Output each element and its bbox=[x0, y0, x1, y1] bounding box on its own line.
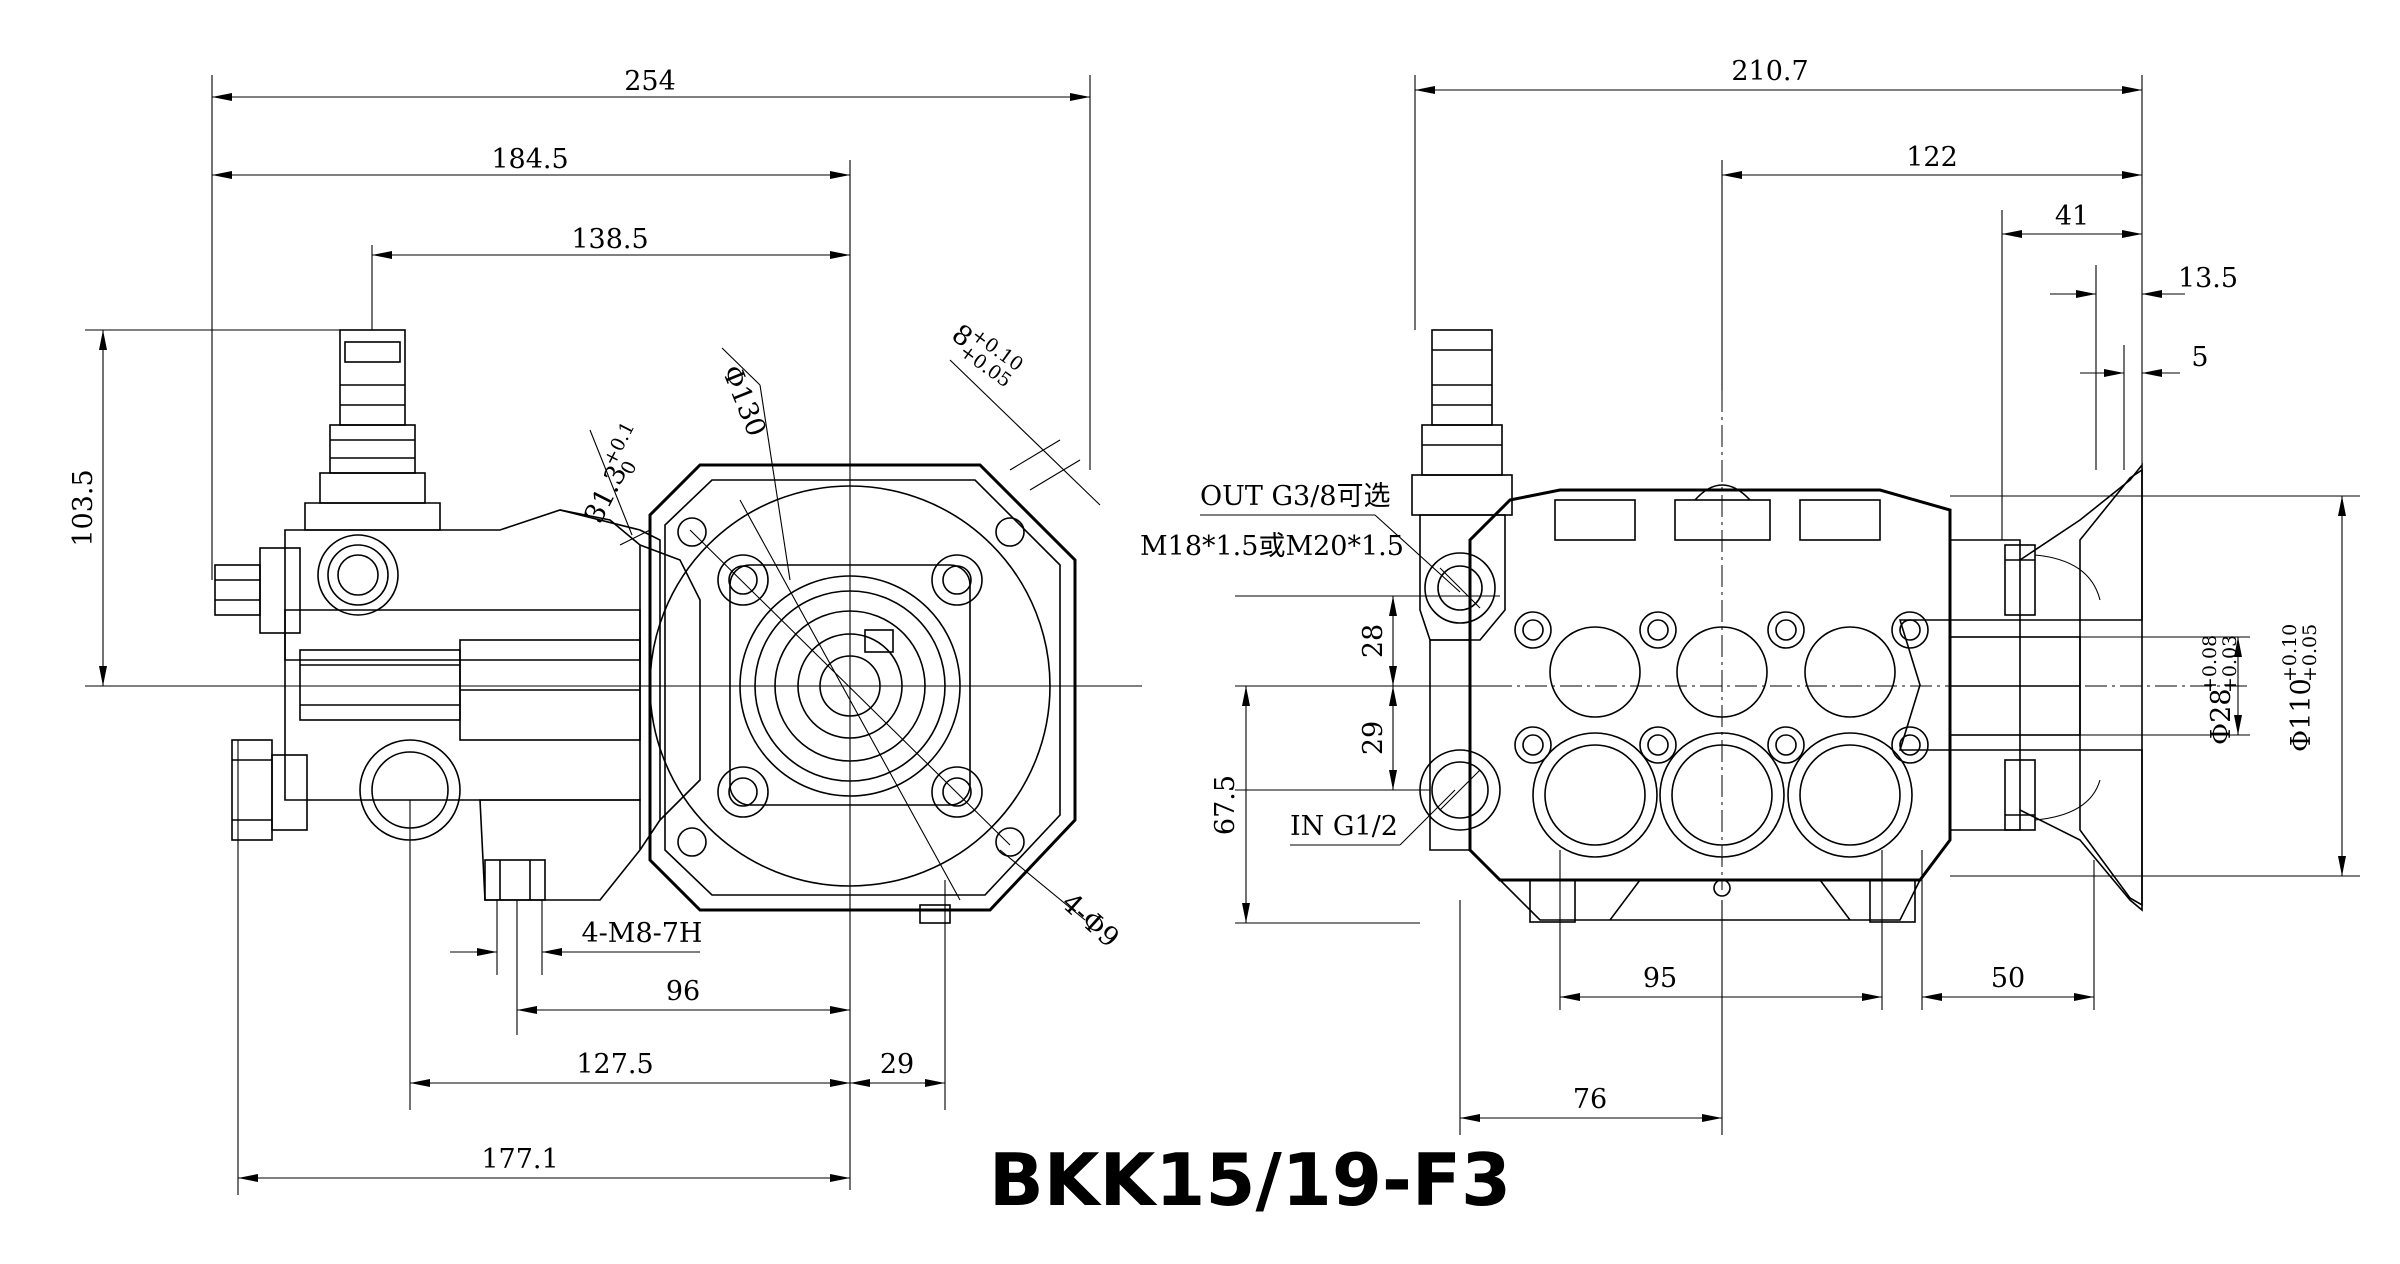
svg-text:Φ110: Φ110 bbox=[2286, 678, 2317, 752]
dim-50: 50 bbox=[1991, 963, 2025, 994]
dim-5: 5 bbox=[2191, 342, 2208, 373]
pump-body-front bbox=[214, 329, 701, 901]
dim-103-5: 103.5 bbox=[68, 469, 99, 546]
dim-29-side: 29 bbox=[1358, 721, 1389, 755]
dim-210-7: 210.7 bbox=[1731, 56, 1808, 87]
dim-76: 76 bbox=[1573, 1084, 1607, 1115]
dim-122: 122 bbox=[1906, 142, 1958, 173]
svg-text:Φ28: Φ28 bbox=[2206, 689, 2237, 746]
label-8: 8 +0.10 +0.05 bbox=[946, 319, 1027, 393]
dim-95: 95 bbox=[1643, 963, 1677, 994]
side-dimension-lines bbox=[1242, 86, 2346, 1122]
dim-177-1: 177.1 bbox=[481, 1144, 558, 1175]
phi9-leader bbox=[999, 849, 1086, 921]
label-out-thread: M18*1.5或M20*1.5 bbox=[1140, 531, 1404, 562]
label-4-m8-7h: 4-M8-7H bbox=[582, 918, 703, 949]
dim-127-5: 127.5 bbox=[576, 1049, 653, 1080]
dim-67-5: 67.5 bbox=[1210, 775, 1241, 835]
side-extension-lines bbox=[1235, 75, 2360, 1135]
label-phi28: Φ28 +0.08 +0.03 bbox=[2199, 635, 2241, 745]
dim-28: 28 bbox=[1358, 624, 1389, 658]
pump-body-side bbox=[1411, 329, 1952, 923]
svg-text:+0.08: +0.08 bbox=[2199, 635, 2221, 693]
label-out-port: OUT G3/8可选 bbox=[1200, 481, 1391, 512]
dim-41: 41 bbox=[2055, 201, 2089, 232]
svg-text:+0.05: +0.05 bbox=[2299, 624, 2321, 682]
label-phi110: Φ110 +0.10 +0.05 bbox=[2279, 624, 2321, 752]
label-4-phi9: 4-Φ9 bbox=[1055, 887, 1125, 954]
svg-text:+0.03: +0.03 bbox=[2219, 635, 2241, 693]
flange-side bbox=[1898, 462, 2143, 912]
label-31-3: 31.3 +0.1 0 bbox=[579, 418, 642, 528]
phi130-leader bbox=[721, 347, 761, 386]
dim-29-front: 29 bbox=[880, 1049, 914, 1080]
dim-13-5: 13.5 bbox=[2178, 263, 2238, 294]
front-view: 254 184.5 138.5 103.5 96 127.5 29 177.1 … bbox=[68, 66, 1145, 1195]
flange-front bbox=[648, 463, 1077, 924]
dim-254: 254 bbox=[624, 66, 676, 97]
side-view: 210.7 122 41 13.5 5 28 29 67.5 95 50 76 … bbox=[1140, 56, 2360, 1135]
label-phi130: Φ130 bbox=[716, 361, 772, 441]
dim-184-5: 184.5 bbox=[491, 144, 568, 175]
dim-96: 96 bbox=[666, 976, 700, 1007]
svg-text:+0.10: +0.10 bbox=[2279, 624, 2301, 682]
dim-138-5: 138.5 bbox=[571, 224, 648, 255]
drawing-title: BKK15/19-F3 bbox=[989, 1138, 1511, 1222]
label-in-port: IN G1/2 bbox=[1290, 811, 1398, 842]
front-dimension-lines bbox=[99, 93, 1090, 1182]
